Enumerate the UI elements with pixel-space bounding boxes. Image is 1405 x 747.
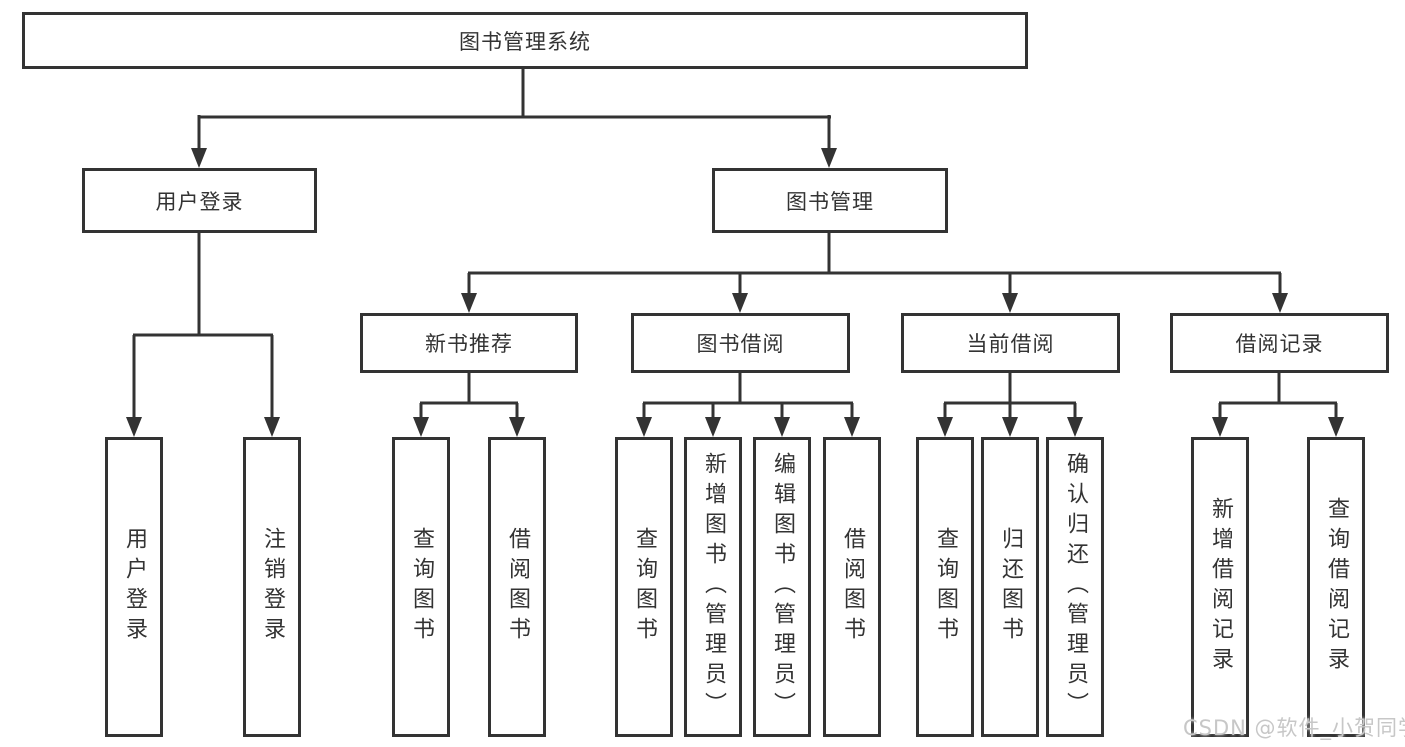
- node-library-system-root: 图书管理系统: [22, 12, 1028, 69]
- leaf-add-borrow-record: 新增借阅记录: [1191, 437, 1249, 737]
- connector-user-login-to-leaves: [132, 233, 274, 419]
- connector-current-borrow-to-leaves: [943, 373, 1077, 419]
- leaf-user-login: 用户登录: [105, 437, 163, 737]
- arrowhead-icon: [774, 417, 790, 437]
- arrowhead-icon: [937, 417, 953, 437]
- arrowhead-icon: [1212, 417, 1228, 437]
- connector-book-borrow-to-leaves: [642, 373, 854, 419]
- node-current-borrowing: 当前借阅: [901, 313, 1120, 373]
- leaf-confirm-return-admin: 确认归还（管理员）: [1046, 437, 1104, 737]
- leaf-edit-books-admin: 编辑图书（管理员）: [753, 437, 811, 737]
- arrowhead-icon: [1328, 417, 1344, 437]
- arrowhead-icon: [126, 417, 142, 437]
- leaf-add-books-admin: 新增图书（管理员）: [684, 437, 742, 737]
- arrowhead-icon: [509, 417, 525, 437]
- node-user-login: 用户登录: [82, 168, 317, 233]
- leaf-logout: 注销登录: [243, 437, 301, 737]
- arrowhead-icon: [732, 293, 748, 313]
- arrowhead-icon: [1067, 417, 1083, 437]
- leaf-query-books-borrowing: 查询图书: [615, 437, 673, 737]
- leaf-return-books: 归还图书: [981, 437, 1039, 737]
- arrowhead-icon: [413, 417, 429, 437]
- node-book-borrowing: 图书借阅: [631, 313, 850, 373]
- leaf-borrow-books-recommend: 借阅图书: [488, 437, 546, 737]
- leaf-query-books-recommend: 查询图书: [392, 437, 450, 737]
- arrowhead-icon: [1002, 417, 1018, 437]
- arrowhead-icon: [1272, 293, 1288, 313]
- arrowhead-icon: [1002, 293, 1018, 313]
- node-borrowing-records: 借阅记录: [1170, 313, 1389, 373]
- arrowhead-icon: [461, 293, 477, 313]
- leaf-query-borrow-record: 查询借阅记录: [1307, 437, 1365, 737]
- arrowhead-icon: [844, 417, 860, 437]
- connector-records-to-leaves: [1218, 373, 1338, 419]
- connector-root-to-level2: [197, 68, 831, 150]
- node-book-management: 图书管理: [712, 168, 948, 233]
- arrowhead-icon: [191, 148, 207, 168]
- leaf-borrow-books-borrowing: 借阅图书: [823, 437, 881, 737]
- node-new-book-recommend: 新书推荐: [360, 313, 578, 373]
- watermark: CSDN @软件_小贺同学: [1183, 716, 1405, 740]
- connector-new-books-to-leaves: [419, 373, 519, 419]
- arrowhead-icon: [705, 417, 721, 437]
- arrowhead-icon: [264, 417, 280, 437]
- arrowhead-icon: [636, 417, 652, 437]
- arrowhead-icon: [821, 148, 837, 168]
- leaf-query-books-current: 查询图书: [916, 437, 974, 737]
- connector-book-management-to-level3: [467, 233, 1282, 295]
